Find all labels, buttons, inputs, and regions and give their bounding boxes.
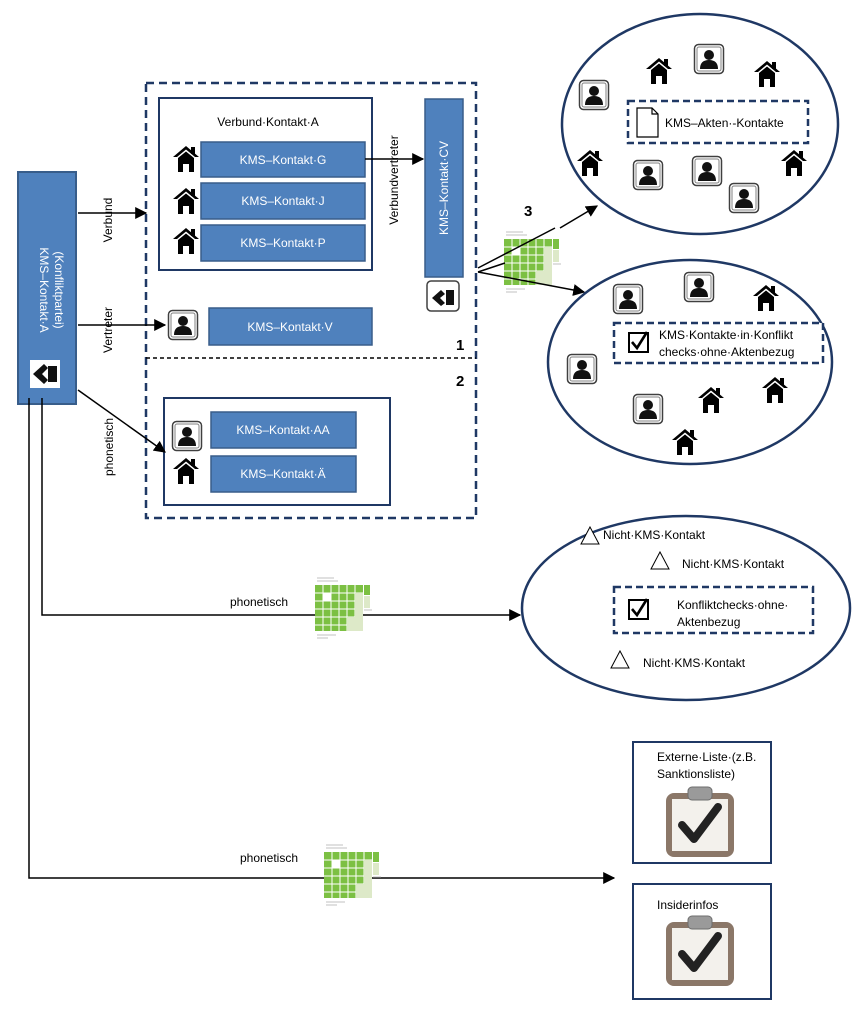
proximity-region: 1 2 — [144, 81, 478, 520]
edge-to-konflikt — [477, 271, 586, 296]
contact-box-v[interactable] — [208, 307, 373, 346]
person-icon — [578, 79, 610, 111]
spreadsheet-icon — [323, 844, 382, 906]
externe-label-line1: Externe·Liste·(z.B. — [657, 750, 756, 764]
contact-box-g-label: KMS–Kontakt·G — [240, 153, 327, 167]
verbund-group-title: Verbund·Kontakt·A — [217, 115, 318, 129]
konfliktchecks-label-line2: Aktenbezug — [677, 615, 740, 629]
edge-vertreter-label: Vertreter — [101, 307, 115, 353]
edge-to-akten — [559, 205, 599, 229]
contact-box-v-label: KMS–Kontakt·V — [247, 320, 332, 334]
edge-to-sheet — [477, 262, 506, 273]
ellipse-nicht-kms: Nicht·KMS·Kontakt Nicht·KMS·Kontakt Konf… — [520, 514, 852, 702]
contact-box-g[interactable] — [200, 141, 366, 178]
nicht-kms-item-2: Nicht·KMS·Kontakt — [682, 557, 785, 571]
verbund-group: Verbund·Kontakt·A KMS–Kontakt·G KMS–Kont… — [158, 97, 373, 271]
externe-label-line2: Sanktionsliste) — [657, 767, 735, 781]
contact-box-cv-label: KMS–Kontakt·CV — [437, 141, 451, 235]
nicht-kms-item-1: Nicht·KMS·Kontakt — [603, 528, 706, 542]
contact-box-aa[interactable] — [210, 411, 357, 449]
checkbox-icon — [627, 330, 650, 354]
konflikt-label-line2: checks·ohne·Aktenbezug — [659, 345, 794, 359]
person-icon — [693, 43, 725, 75]
nicht-kms-item-3: Nicht·KMS·Kontakt — [643, 656, 746, 670]
person-icon — [632, 159, 664, 191]
insiderinfos-box[interactable]: Insiderinfos — [632, 883, 772, 1000]
region-number-3: 3 — [524, 203, 532, 220]
ellipse-akten-kontakte: KMS–Akten·-Kontakte — [560, 12, 840, 236]
edge-fan-upper — [477, 227, 556, 269]
handshake-icon — [30, 360, 60, 388]
phonetic-group: KMS–Kontakt·AA KMS–Kontakt·Ä — [163, 397, 391, 506]
region-number-1: 1 — [456, 337, 464, 354]
edge-verbundvertreter-label: Verbundvertreter — [387, 135, 401, 224]
edge-phonetisch-lower-label: phonetisch — [230, 595, 288, 609]
externe-liste-box[interactable]: Externe·Liste·(z.B. Sanktionsliste) — [632, 741, 772, 864]
person-icon — [683, 271, 715, 303]
contact-box-j-label: KMS–Kontakt·J — [241, 194, 324, 208]
source-sublabel: (Konfliktpartei) — [52, 251, 66, 328]
konflikt-label-line1: KMS·Kontakte·in·Konflikt — [659, 328, 794, 342]
spreadsheet-icon — [314, 577, 373, 639]
person-icon — [171, 420, 203, 452]
document-icon — [636, 107, 659, 138]
edge-verbund-label: Verbund — [101, 198, 115, 243]
source-contact-box[interactable]: KMS–Kontakt·A (Konfliktpartei) — [17, 171, 77, 405]
clipboard-check-icon — [666, 787, 734, 857]
region-number-2: 2 — [456, 373, 464, 390]
edge-phonetisch-mid — [77, 389, 166, 453]
konfliktchecks-label-line1: Konfliktchecks·ohne· — [677, 598, 788, 612]
person-icon — [728, 182, 760, 214]
person-icon — [691, 155, 723, 187]
edge-phonetisch-bottom — [28, 398, 616, 884]
akten-label: KMS–Akten·-Kontakte — [665, 116, 784, 130]
person-icon — [612, 283, 644, 315]
contact-box-cv[interactable]: KMS–Kontakt·CV — [424, 98, 464, 278]
contact-box-aa-label: KMS–Kontakt·AA — [236, 423, 329, 437]
source-label: KMS–Kontakt·A — [37, 247, 51, 332]
contact-box-ae-label: KMS–Kontakt·Ä — [240, 467, 325, 481]
insider-label: Insiderinfos — [657, 898, 718, 912]
person-icon — [632, 393, 664, 425]
contact-box-ae[interactable] — [210, 455, 357, 493]
contact-box-p[interactable] — [200, 224, 366, 262]
person-icon — [167, 309, 199, 341]
contact-box-p-label: KMS–Kontakt·P — [240, 236, 325, 250]
ellipse-konflikt-kontakte: KMS·Kontakte·in·Konflikt checks·ohne·Akt… — [546, 258, 834, 466]
edge-phonetisch-mid-label: phonetisch — [102, 418, 116, 476]
edge-phonetisch-bottom-label: phonetisch — [240, 851, 298, 865]
handshake-icon — [426, 280, 460, 312]
clipboard-check-icon — [666, 916, 734, 986]
checkbox-icon — [627, 597, 650, 621]
contact-box-j[interactable] — [200, 182, 366, 220]
person-icon — [566, 353, 598, 385]
